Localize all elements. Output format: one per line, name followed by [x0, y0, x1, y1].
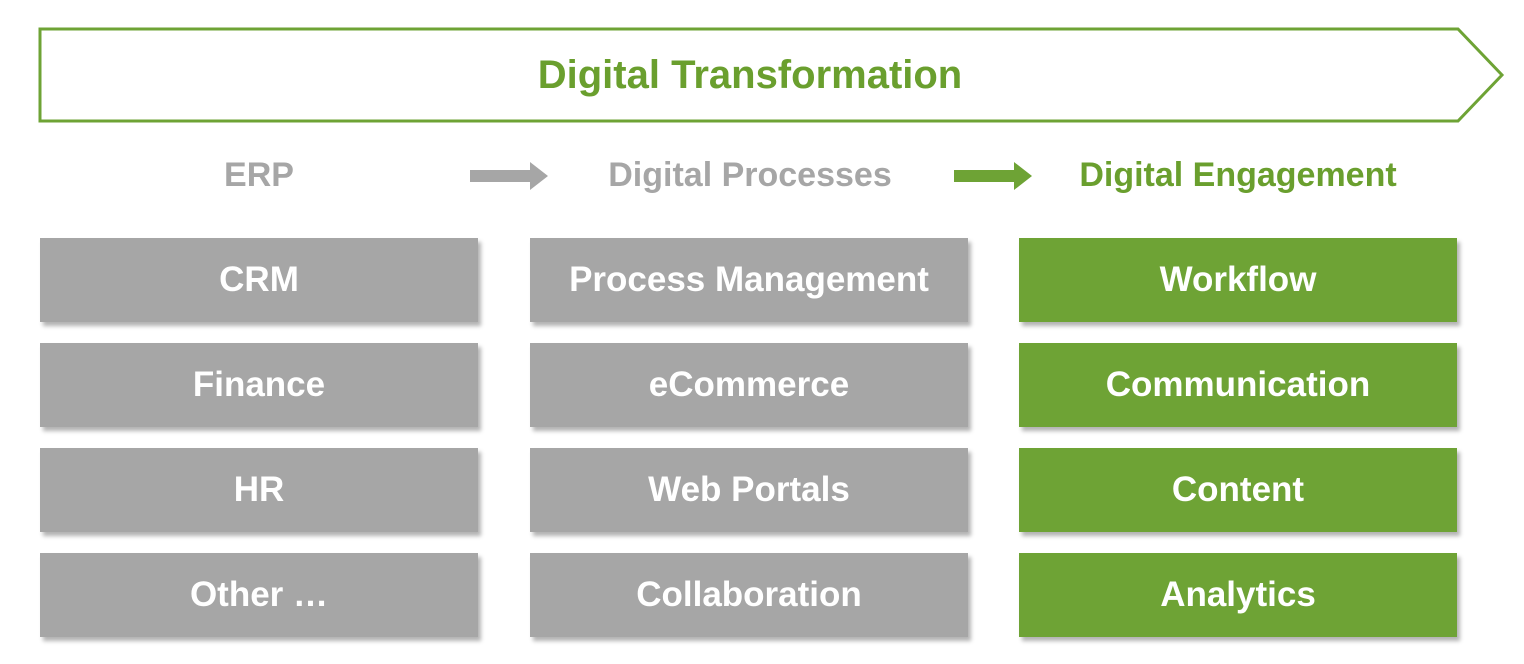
stage-digital-engagement: Digital Engagement: [1079, 155, 1397, 194]
box-ecommerce: eCommerce: [530, 343, 968, 427]
box-other: Other …: [40, 553, 478, 637]
stage-erp: ERP: [224, 155, 294, 194]
stage-digital-processes: Digital Processes: [608, 155, 892, 194]
box-communication: Communication: [1019, 343, 1457, 427]
box-collaboration: Collaboration: [530, 553, 968, 637]
box-content: Content: [1019, 448, 1457, 532]
box-finance: Finance: [40, 343, 478, 427]
box-web-portals: Web Portals: [530, 448, 968, 532]
box-crm: CRM: [40, 238, 478, 322]
right-arrow-icon: [954, 162, 1032, 190]
column-digital-processes: Process Management eCommerce Web Portals…: [530, 238, 970, 658]
box-analytics: Analytics: [1019, 553, 1457, 637]
right-arrow-icon: [470, 162, 548, 190]
column-erp: CRM Finance HR Other …: [40, 238, 480, 658]
box-process-management: Process Management: [530, 238, 968, 322]
box-workflow: Workflow: [1019, 238, 1457, 322]
box-hr: HR: [40, 448, 478, 532]
banner-title: Digital Transformation: [537, 52, 963, 97]
column-digital-engagement: Workflow Communication Content Analytics: [1019, 238, 1459, 658]
